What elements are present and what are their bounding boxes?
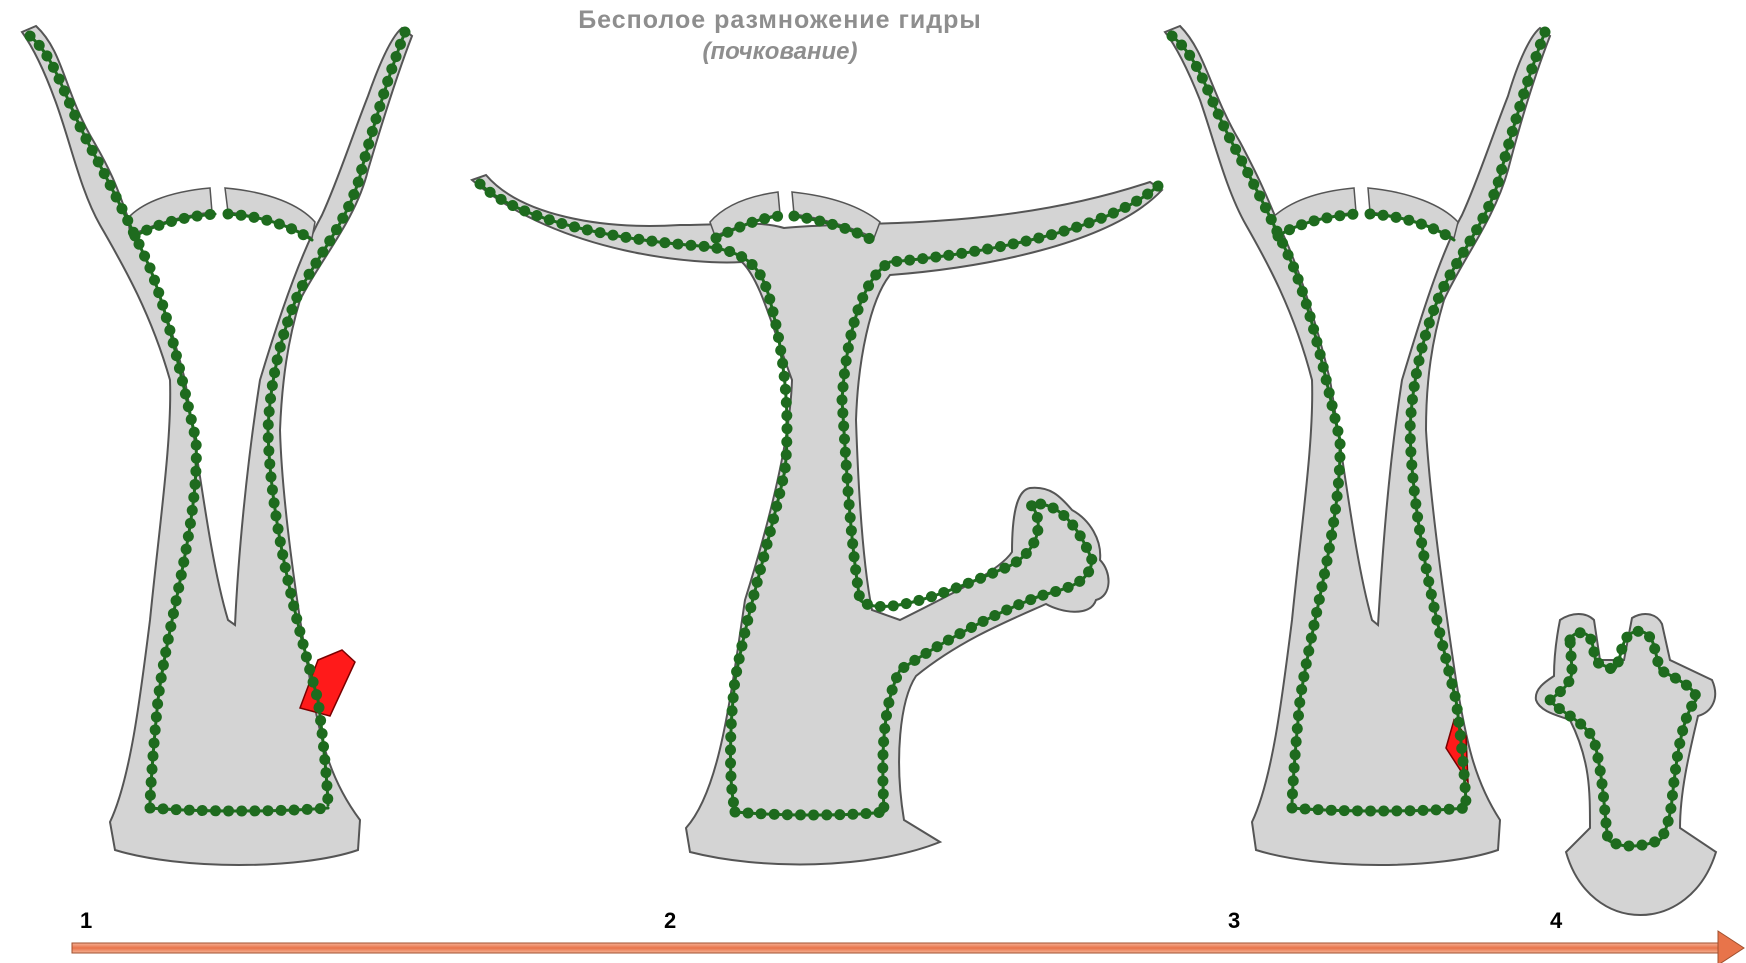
hydra-stage-4 [1536,614,1716,915]
stage-label-4: 4 [1550,908,1562,934]
right-arrow-icon [72,931,1744,963]
hydra-2-cells-base [735,812,884,815]
hydra-1-body [22,26,412,865]
hydra-3-body [1165,26,1550,865]
hydra-stage-2 [472,175,1162,864]
hydra-stage-1 [22,26,412,865]
hydra-4-body [1536,614,1716,915]
hydra-2-body [472,175,1162,864]
hydra-2-cells-right [842,186,1158,810]
stage-label-3: 3 [1228,908,1240,934]
stage-label-1: 1 [80,908,92,934]
hydra-3-cells-base [1292,808,1466,811]
stage-label-2: 2 [664,908,676,934]
hydra-stage-3 [1165,26,1550,865]
